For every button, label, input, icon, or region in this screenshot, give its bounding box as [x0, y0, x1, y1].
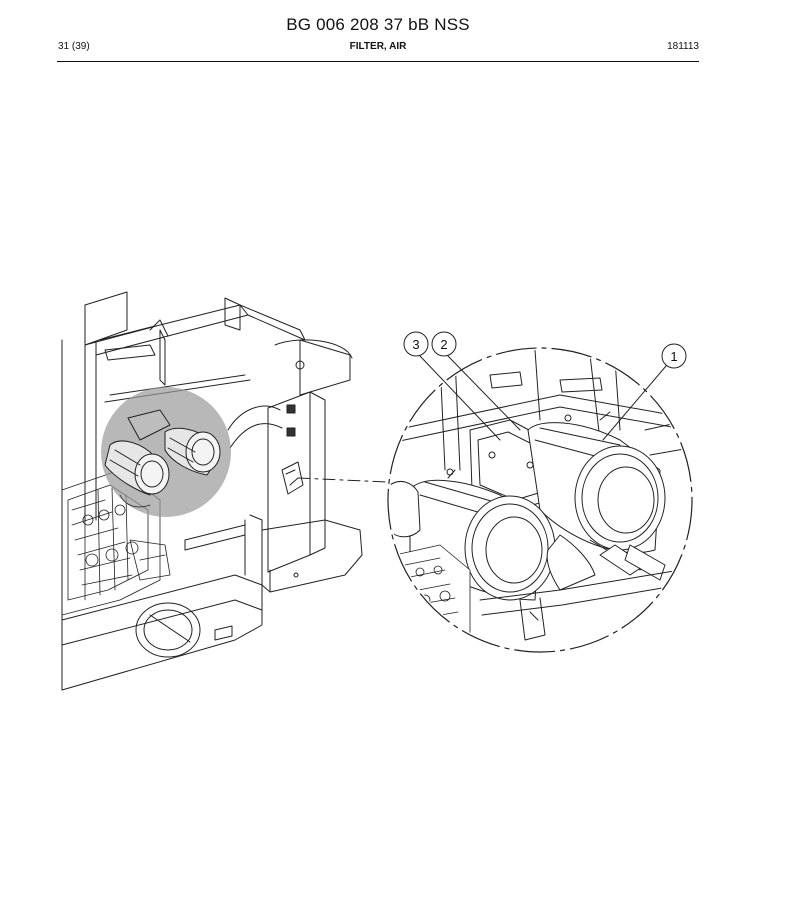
page-number: 31 (39)	[58, 41, 90, 52]
svg-text:1: 1	[670, 349, 677, 364]
svg-text:2: 2	[440, 337, 447, 352]
overview-filter-left	[104, 440, 170, 496]
callout-1: 1	[602, 343, 687, 441]
callout-3: 3	[403, 331, 501, 441]
svg-text:3: 3	[412, 337, 419, 352]
callout-2: 2	[431, 331, 521, 431]
zoom-detail	[387, 347, 693, 653]
section-title: FILTER, AIR	[349, 41, 407, 52]
highlight-zone	[101, 387, 231, 517]
document-date: 181113	[667, 41, 699, 52]
header-rule	[57, 61, 699, 62]
overview-filter-right	[164, 427, 221, 476]
machine-frame-overview	[61, 291, 363, 691]
document-number: BG 006 208 37 bB NSS	[286, 15, 470, 34]
zoom-leader-line	[297, 477, 389, 483]
filter-housing-1	[527, 422, 666, 576]
